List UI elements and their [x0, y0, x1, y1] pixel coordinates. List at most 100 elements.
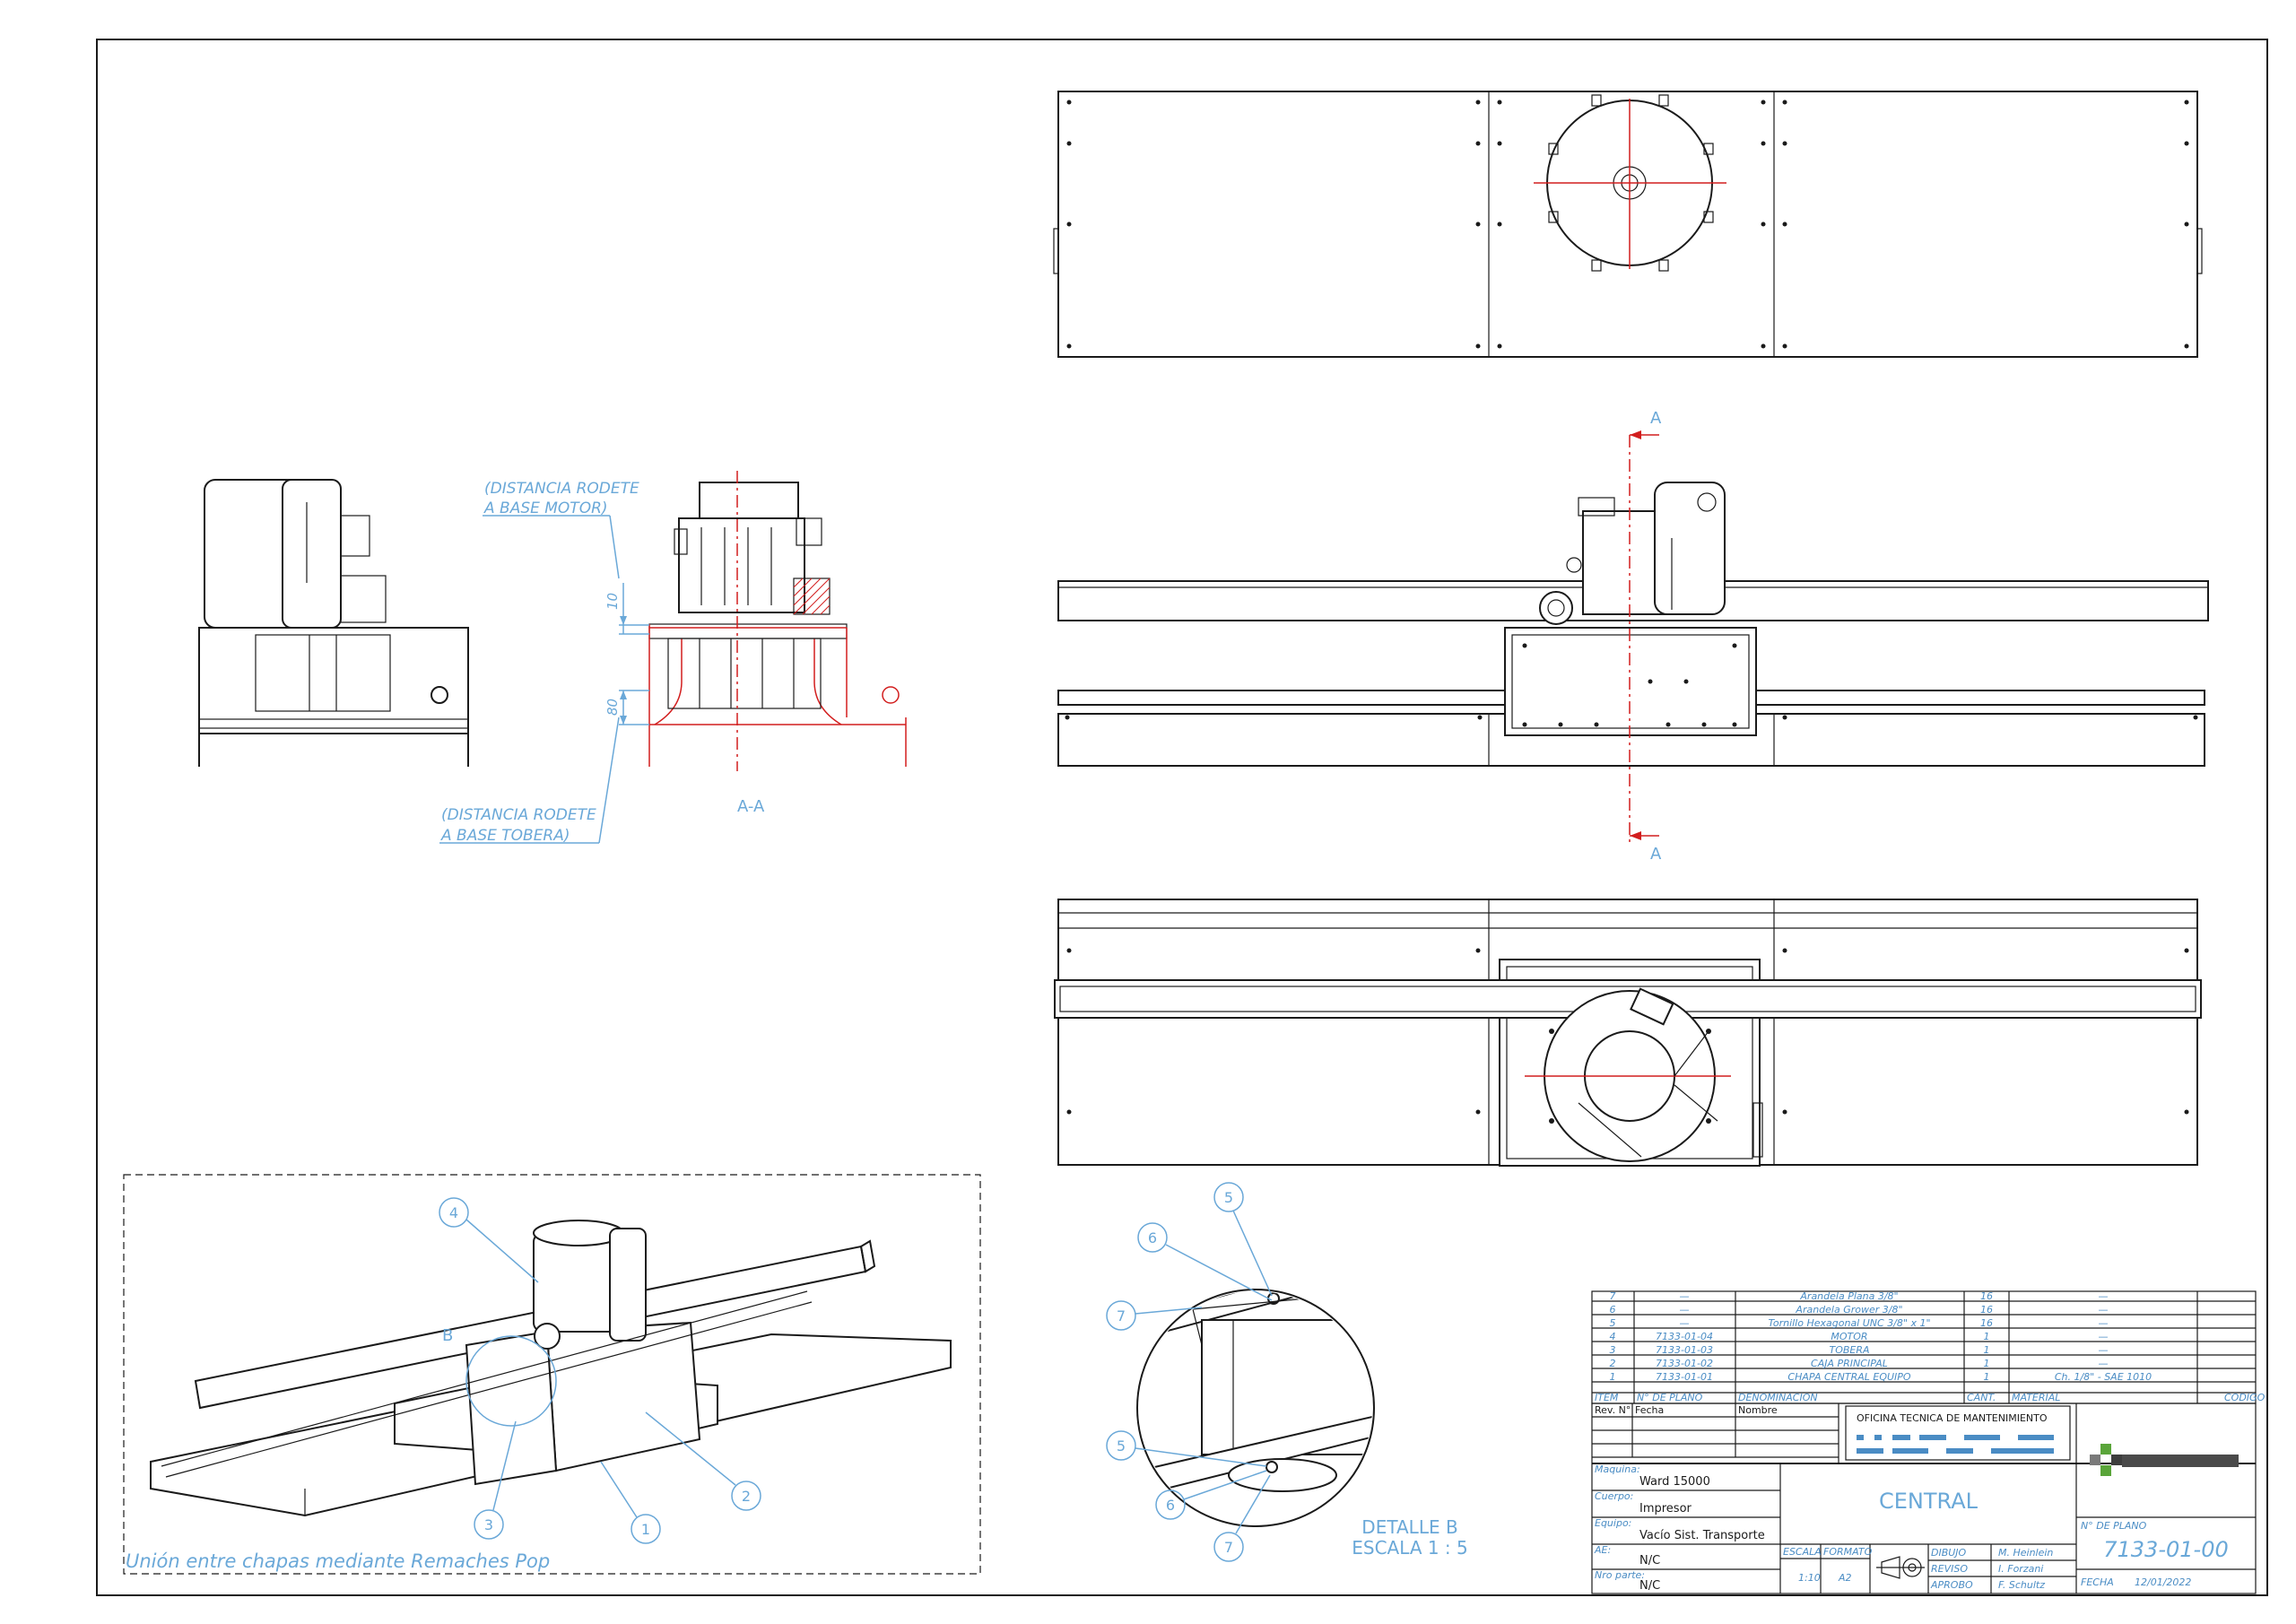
bom-cell: 4: [1610, 1331, 1616, 1342]
svg-text:Cuerpo:: Cuerpo:: [1595, 1490, 1633, 1502]
isometric-view: B 4 3 1 2 Unión entre chapas mediante Re…: [123, 1174, 981, 1575]
bom-header: ITEM: [1595, 1392, 1619, 1403]
svg-text:3: 3: [484, 1516, 493, 1533]
bom-cell: Tornillo Hexagonal UNC 3/8" x 1": [1768, 1317, 1930, 1329]
bom-cell: 16: [1980, 1290, 1993, 1302]
bom-cell: —: [2099, 1304, 2109, 1316]
drawing-name: CENTRAL: [1879, 1489, 1979, 1514]
bom-cell: —: [1680, 1290, 1690, 1302]
dibujo-value: M. Heinlein: [1998, 1547, 2053, 1559]
bom-cell: 16: [1980, 1304, 1993, 1316]
bom-cell: 16: [1980, 1317, 1993, 1329]
bom-header: CANT.: [1967, 1392, 1996, 1403]
reviso-value: I. Forzani: [1998, 1563, 2043, 1575]
svg-text:1: 1: [641, 1521, 650, 1538]
bom-cell: —: [2099, 1290, 2109, 1302]
bom-cell: 3: [1610, 1344, 1616, 1356]
svg-text:REVISO: REVISO: [1931, 1563, 1968, 1575]
plano-value: 7133-01-00: [2103, 1537, 2228, 1562]
svg-text:6: 6: [1148, 1229, 1157, 1246]
section-marker-bottom: A: [1650, 845, 1662, 864]
front-view: A A: [1057, 409, 2209, 864]
svg-text:7: 7: [1117, 1307, 1126, 1324]
title-block: OFICINA TECNICA DE MANTENIMIENTO Rev. N°…: [1591, 1403, 2257, 1594]
bottom-view: [1054, 899, 2202, 1167]
bom-cell: 1: [1984, 1344, 1990, 1356]
nro-parte-value: N/C: [1639, 1579, 1660, 1593]
fecha-header: Fecha: [1635, 1404, 1664, 1416]
rev-header: Rev. N°: [1595, 1404, 1631, 1416]
bill-of-materials: 7—Arandela Plana 3/8"16—6—Arandela Growe…: [1591, 1290, 2266, 1404]
bom-cell: 1: [1984, 1331, 1990, 1342]
bom-header: DENOMINACION: [1738, 1392, 1818, 1403]
office-name: OFICINA TECNICA DE MANTENIMIENTO: [1857, 1412, 2048, 1424]
detail-scale: ESCALA 1 : 5: [1352, 1537, 1468, 1559]
bom-cell: Arandela Grower 3/8": [1795, 1304, 1902, 1316]
svg-text:DIBUJO: DIBUJO: [1931, 1547, 1967, 1559]
bom-cell: —: [1680, 1317, 1690, 1329]
svg-text:N° DE PLANO: N° DE PLANO: [2081, 1520, 2147, 1532]
svg-text:Equipo:: Equipo:: [1595, 1517, 1631, 1529]
bom-cell: 1: [1984, 1371, 1990, 1383]
svg-text:4: 4: [449, 1204, 458, 1221]
svg-text:FECHA: FECHA: [2081, 1576, 2114, 1588]
svg-text:6: 6: [1166, 1497, 1175, 1514]
svg-text:APROBO: APROBO: [1930, 1579, 1973, 1591]
bom-cell: MOTOR: [1831, 1331, 1867, 1342]
bom-cell: 2: [1610, 1358, 1616, 1369]
iso-balloons: 4 3 1 2: [439, 1197, 761, 1544]
bom-cell: 1: [1984, 1358, 1990, 1369]
bom-cell: TOBERA: [1829, 1344, 1869, 1356]
bom-header: MATERIAL: [2012, 1392, 2060, 1403]
bom-cell: —: [2099, 1344, 2109, 1356]
bom-cell: —: [2099, 1331, 2109, 1342]
bom-header: N° DE PLANO: [1637, 1392, 1703, 1403]
note-tobera-line1: (DISTANCIA RODETE: [441, 806, 596, 824]
cuerpo-value: Impresor: [1639, 1502, 1692, 1515]
bom-cell: 7133-01-04: [1656, 1331, 1713, 1342]
svg-text:2: 2: [742, 1488, 751, 1505]
bom-cell: —: [2099, 1317, 2109, 1329]
detail-b: 5 6 7 5 6 7 DETALLE B ESCALA 1 : 5: [1106, 1182, 1468, 1562]
svg-text:5: 5: [1224, 1189, 1233, 1206]
bom-cell: Ch. 1/8" - SAE 1010: [2055, 1371, 2152, 1383]
equipo-value: Vacío Sist. Transporte: [1639, 1529, 1765, 1542]
bom-cell: 7: [1610, 1290, 1616, 1302]
bom-cell: CHAPA CENTRAL EQUIPO: [1787, 1371, 1910, 1383]
svg-text:7: 7: [1224, 1539, 1233, 1556]
note-tobera-line2: A BASE TOBERA): [440, 827, 570, 845]
bom-cell: 7133-01-02: [1656, 1358, 1713, 1369]
svg-text:5: 5: [1117, 1437, 1126, 1455]
sheet-frame: [96, 39, 2268, 1596]
side-view: [198, 479, 469, 767]
section-a-a: 10 80 (DISTANCIA RODETE A BASE MOTOR) (D…: [439, 471, 907, 845]
projection-symbol-icon: [1876, 1556, 1925, 1579]
bom-cell: CAJA PRINCIPAL: [1811, 1358, 1888, 1369]
section-marker-top: A: [1650, 409, 1662, 428]
escala-value: 1:10: [1798, 1572, 1821, 1584]
svg-text:AE:: AE:: [1594, 1544, 1611, 1556]
bom-cell: —: [2099, 1358, 2109, 1369]
bom-header: CODIGO: [2224, 1392, 2266, 1403]
nombre-header: Nombre: [1738, 1404, 1778, 1416]
maquina-value: Ward 15000: [1639, 1475, 1710, 1489]
svg-text:Nro parte:: Nro parte:: [1595, 1569, 1645, 1581]
dimension-10: 10: [604, 593, 621, 610]
detail-balloons: 5 6 7 5 6 7: [1106, 1182, 1273, 1562]
iso-note: Unión entre chapas mediante Remaches Pop: [126, 1550, 550, 1572]
svg-text:Maquina:: Maquina:: [1595, 1463, 1640, 1475]
detail-title: DETALLE B: [1361, 1516, 1457, 1538]
note-motor-line2: A BASE MOTOR): [483, 499, 608, 517]
aprobo-value: F. Schultz: [1998, 1579, 2045, 1591]
iso-detail-marker: B: [442, 1326, 453, 1345]
note-motor-line1: (DISTANCIA RODETE: [484, 480, 639, 498]
dimension-80: 80: [604, 699, 621, 716]
section-label: A-A: [737, 797, 765, 816]
svg-text:ESCALA: ESCALA: [1783, 1546, 1822, 1558]
company-logo: [2090, 1444, 2239, 1476]
bom-cell: 1: [1610, 1371, 1616, 1383]
bom-cell: 6: [1610, 1304, 1616, 1316]
bom-cell: 7133-01-03: [1656, 1344, 1713, 1356]
bom-cell: —: [1680, 1304, 1690, 1316]
